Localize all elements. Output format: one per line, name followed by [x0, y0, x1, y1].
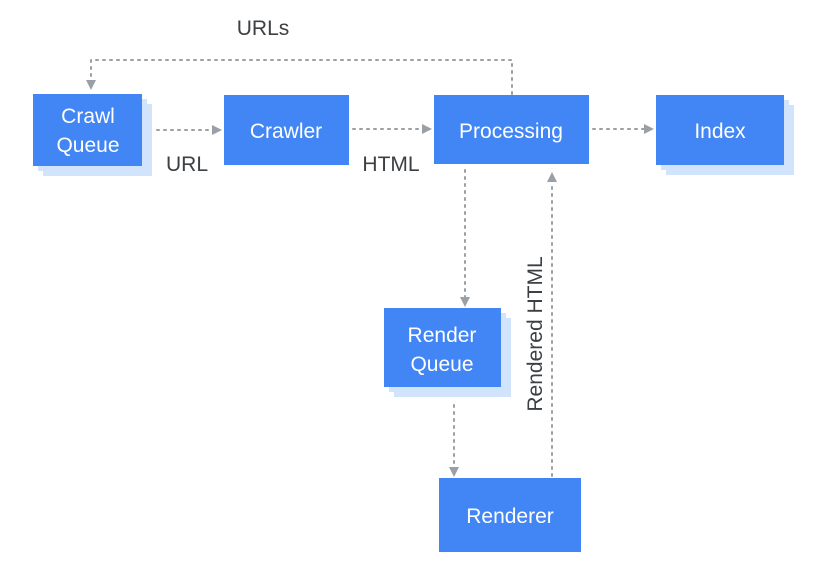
node-render-queue: Render Queue: [384, 308, 511, 397]
edge-label-html: HTML: [362, 153, 419, 176]
node-box: [434, 95, 589, 164]
edge-crawler-to-processing: [352, 124, 432, 134]
arrow-head-icon: [86, 80, 96, 90]
arrow-head-icon: [460, 297, 470, 307]
edge-processing-to-index: [592, 124, 654, 134]
node-box: [224, 95, 349, 165]
node-crawl-queue: Crawl Queue: [33, 94, 152, 176]
node-processing: Processing: [434, 95, 589, 164]
edges: [86, 59, 654, 477]
arrow-head-icon: [212, 125, 222, 135]
node-label-line: Render: [408, 324, 477, 347]
node-label-line: Queue: [56, 134, 119, 157]
edge-processing-to-crawl-queue: [86, 59, 513, 95]
edge-line: [90, 59, 513, 95]
edge-label-rendered-html: Rendered HTML: [524, 256, 547, 411]
node-box: [656, 95, 784, 165]
arrow-head-icon: [547, 172, 557, 182]
edge-processing-to-render-queue: [460, 169, 470, 307]
edge-renderer-to-processing: [547, 172, 557, 477]
edge-labels: URLs URL HTML Rendered HTML: [166, 17, 547, 412]
node-label-line: Queue: [410, 353, 473, 376]
node-box: [439, 478, 581, 552]
node-label-line: Processing: [459, 120, 563, 143]
edge-render-queue-to-renderer: [449, 404, 459, 477]
node-renderer: Renderer: [439, 478, 581, 552]
arrow-head-icon: [449, 467, 459, 477]
arrow-head-icon: [422, 124, 432, 134]
node-box: [384, 308, 501, 387]
arrow-head-icon: [644, 124, 654, 134]
node-crawler: Crawler: [224, 95, 349, 165]
node-box: [33, 94, 142, 166]
node-label-line: Index: [694, 120, 746, 143]
node-label-line: Crawl: [61, 105, 115, 128]
edge-label-url: URL: [166, 153, 208, 176]
node-label-line: Crawler: [250, 120, 322, 143]
edge-label-urls: URLs: [237, 17, 290, 40]
edge-crawl-queue-to-crawler: [156, 125, 222, 135]
node-label-line: Renderer: [466, 505, 554, 528]
node-index: Index: [656, 95, 794, 175]
